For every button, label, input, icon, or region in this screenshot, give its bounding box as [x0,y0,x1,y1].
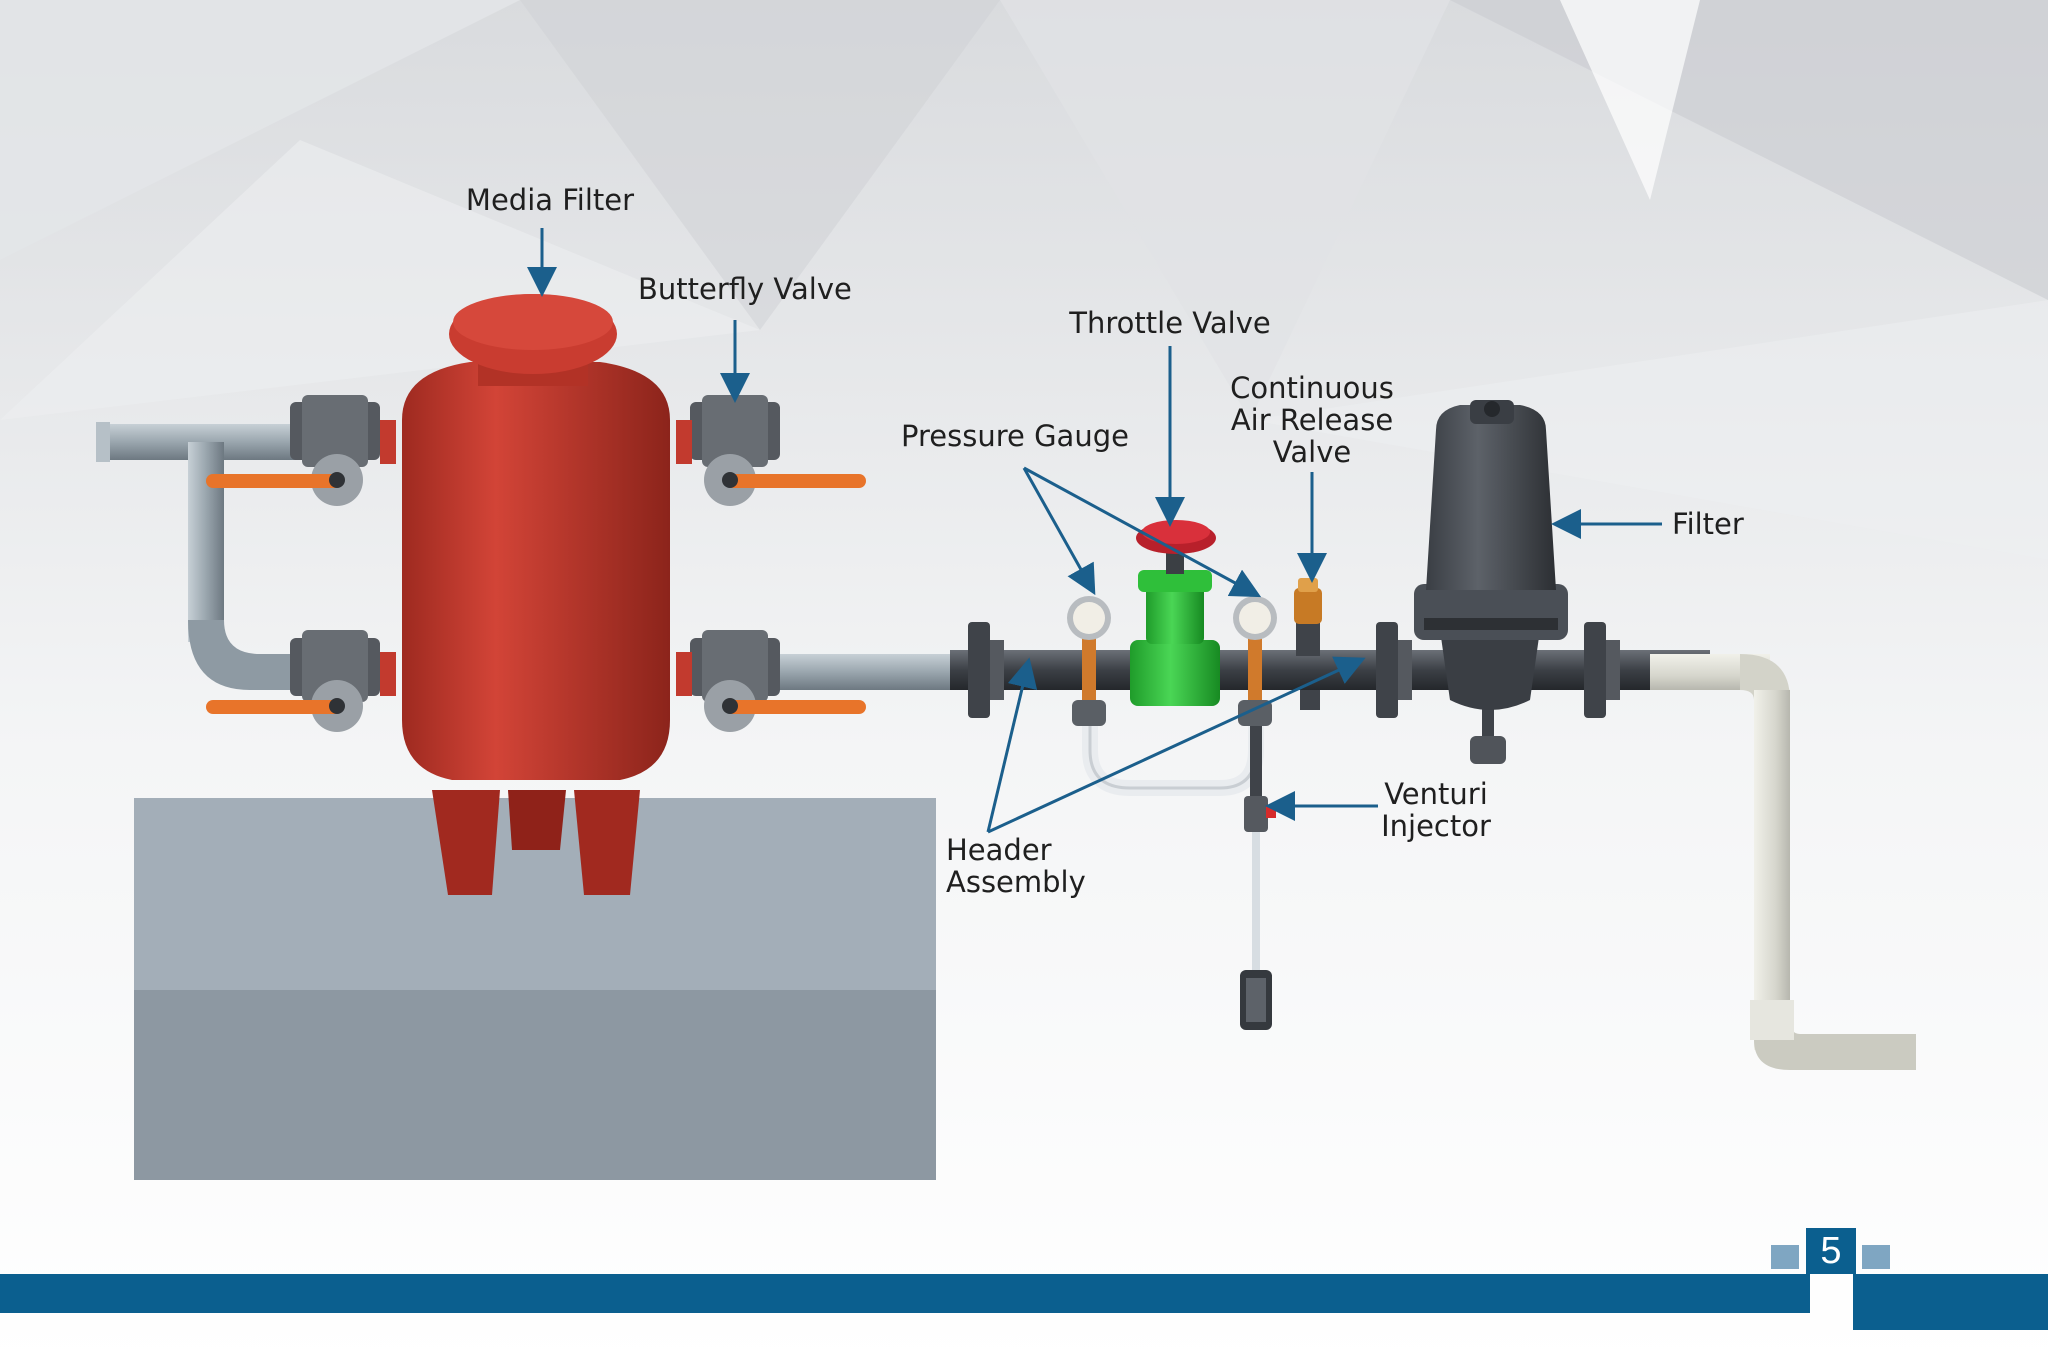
label-venturi-line-1: Venturi [1384,777,1488,811]
label-media-filter: Media Filter [465,183,635,217]
arrow-header-assembly-b [987,656,1366,834]
footer-bar-right [1853,1274,2048,1330]
footer-bar-left [0,1274,1810,1313]
inlet-bypass-pipe [96,422,310,690]
arrow-pressure-gauge-right [1023,466,1262,598]
media-filter-tank [380,294,692,895]
label-pressure-gauge: Pressure Gauge [901,419,1129,453]
label-butterfly-valve: Butterfly Valve [638,272,852,306]
page-decoration-right [1862,1245,1890,1269]
leader-arrows [527,228,1662,834]
pressure-gauge-right [1233,596,1277,726]
label-throttle-valve: Throttle Valve [1069,306,1271,340]
butterfly-valve-top-right[interactable] [690,395,866,506]
label-continuous-air-release-valve: Continuous Air Release Valve [1222,372,1402,468]
label-air-release-line-2: Air Release [1230,403,1394,437]
throttle-valve[interactable] [1130,520,1220,706]
label-header-line-1: Header [946,833,1052,867]
butterfly-valve-bottom-right[interactable] [690,630,866,732]
outlet-pipe [1650,654,1916,1070]
label-venturi-line-2: Injector [1381,809,1491,843]
arrow-header-assembly-a [986,657,1038,833]
label-venturi-injector: Venturi Injector [1376,778,1496,842]
label-air-release-line-1: Continuous [1230,371,1394,405]
page-number: 5 [1806,1228,1856,1274]
concrete-base [134,798,936,1180]
venturi-injector [1240,726,1276,1030]
venturi-bypass-hose [1082,710,1264,796]
arrow-pressure-gauge-left [1022,467,1096,596]
air-release-valve [1294,578,1322,710]
label-air-release-line-3: Valve [1272,435,1352,469]
page-decoration-left [1771,1245,1799,1269]
disc-filter [1414,400,1568,764]
label-header-assembly: Header Assembly [946,834,1086,898]
label-filter: Filter [1672,507,1744,541]
butterfly-valve-top-left[interactable] [206,395,380,506]
label-header-line-2: Assembly [946,865,1086,899]
media-filter-outlet-pipe [760,654,960,690]
butterfly-valve-bottom-left[interactable] [206,630,380,732]
header-assembly [950,622,1710,718]
pressure-gauge-left [1067,596,1111,726]
